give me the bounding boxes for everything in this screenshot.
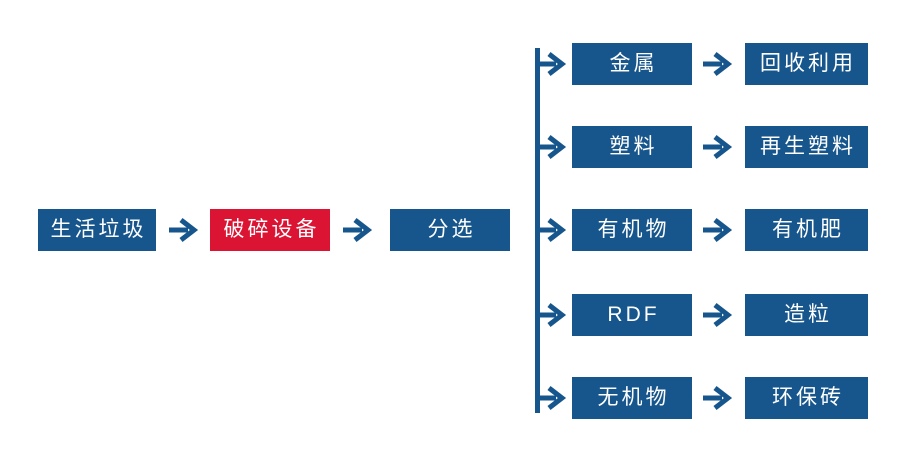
right-arrow-icon bbox=[702, 385, 734, 411]
node-recycled-plastic: 再生塑料 bbox=[745, 126, 868, 168]
right-arrow-icon bbox=[342, 217, 374, 243]
right-arrow-icon bbox=[702, 51, 734, 77]
node-organic-fertilizer: 有机肥 bbox=[745, 209, 868, 251]
node-inorganic-matter: 无机物 bbox=[572, 377, 692, 419]
right-arrow-icon bbox=[702, 302, 734, 328]
branch-arrow-icon bbox=[536, 217, 568, 243]
right-arrow-icon bbox=[702, 134, 734, 160]
node-plastic: 塑料 bbox=[572, 126, 692, 168]
branch-arrow-icon bbox=[536, 302, 568, 328]
branch-arrow-icon bbox=[536, 51, 568, 77]
node-organic-matter: 有机物 bbox=[572, 209, 692, 251]
node-crushing-equipment: 破碎设备 bbox=[210, 209, 330, 251]
node-rdf: RDF bbox=[572, 294, 692, 336]
node-granulation: 造粒 bbox=[745, 294, 868, 336]
node-household-waste: 生活垃圾 bbox=[38, 209, 156, 251]
node-eco-brick: 环保砖 bbox=[745, 377, 868, 419]
branch-arrow-icon bbox=[536, 134, 568, 160]
node-metal: 金属 bbox=[572, 43, 692, 85]
node-sorting: 分选 bbox=[390, 209, 510, 251]
right-arrow-icon bbox=[702, 217, 734, 243]
right-arrow-icon bbox=[168, 217, 200, 243]
node-recycling: 回收利用 bbox=[745, 43, 868, 85]
branch-arrow-icon bbox=[536, 385, 568, 411]
